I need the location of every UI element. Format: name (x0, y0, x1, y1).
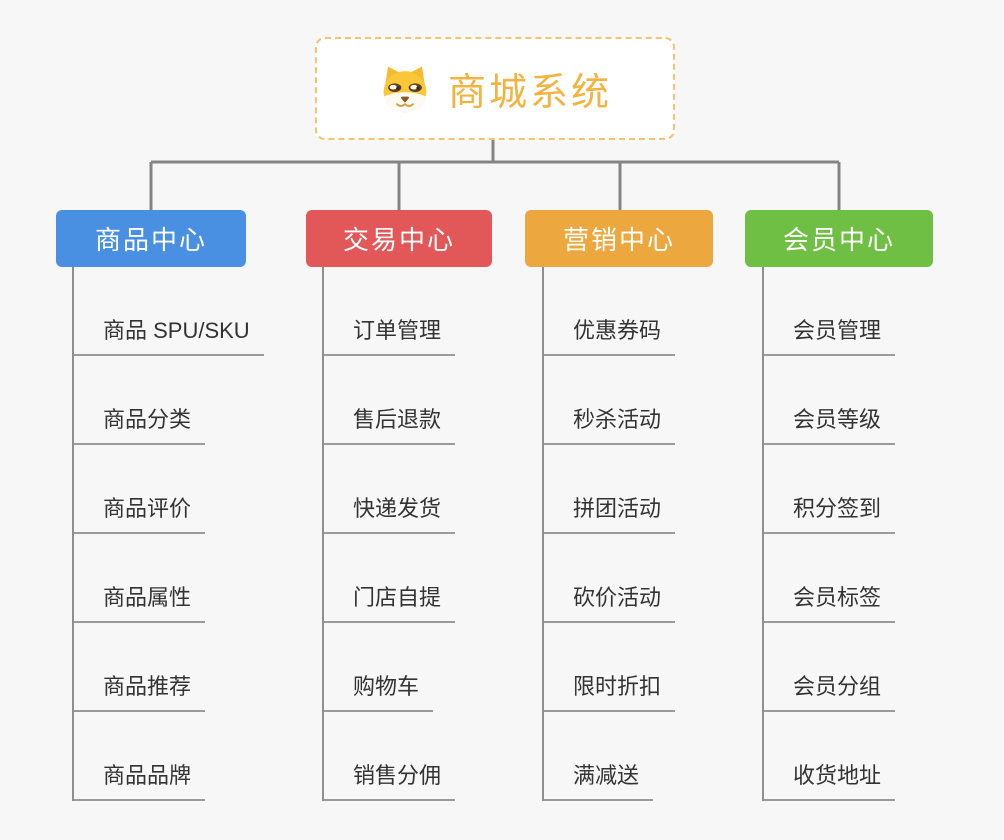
mindmap-item-label[interactable]: 拼团活动 (542, 491, 676, 534)
mindmap-item: 售后退款 (322, 356, 552, 445)
mindmap-item-label[interactable]: 商品分类 (72, 402, 206, 445)
mindmap-item-label[interactable]: 会员标签 (762, 580, 896, 623)
mindmap-item-label[interactable]: 销售分佣 (322, 758, 456, 801)
mindmap-item: 商品 SPU/SKU (72, 267, 302, 356)
mindmap-item: 拼团活动 (542, 445, 772, 534)
mindmap-item: 购物车 (322, 623, 552, 712)
shiba-dog-icon (383, 66, 427, 112)
branch-node-label: 营销中心 (562, 225, 675, 255)
mindmap-item-label[interactable]: 满减送 (542, 758, 654, 801)
branch-item-list: 会员管理 会员等级 积分签到 会员标签 会员分组 收货地址 (762, 267, 992, 801)
mindmap-item-label[interactable]: 订单管理 (322, 313, 456, 356)
branch-node[interactable]: 营销中心 (525, 210, 713, 267)
branch-item-list: 订单管理 售后退款 快递发货 门店自提 购物车 销售分佣 (322, 267, 552, 801)
mindmap-item: 砍价活动 (542, 534, 772, 623)
root-node[interactable]: 商城系统 (315, 37, 675, 140)
mindmap-item-label[interactable]: 会员等级 (762, 402, 896, 445)
mindmap-item-label[interactable]: 砍价活动 (542, 580, 676, 623)
mindmap-item-label[interactable]: 限时折扣 (542, 669, 676, 712)
mindmap-item: 订单管理 (322, 267, 552, 356)
mindmap-item: 商品评价 (72, 445, 302, 534)
mindmap-item-label[interactable]: 积分签到 (762, 491, 896, 534)
mindmap-item: 限时折扣 (542, 623, 772, 712)
mindmap-item: 门店自提 (322, 534, 552, 623)
branch-item-list: 优惠券码 秒杀活动 拼团活动 砍价活动 限时折扣 满减送 (542, 267, 772, 801)
mindmap-item: 会员标签 (762, 534, 992, 623)
mindmap-item: 会员等级 (762, 356, 992, 445)
branch-node[interactable]: 交易中心 (306, 210, 492, 267)
branch-node-label: 商品中心 (94, 225, 207, 255)
mindmap-item: 快递发货 (322, 445, 552, 534)
mindmap-item-label[interactable]: 商品推荐 (72, 669, 206, 712)
mindmap-item: 积分签到 (762, 445, 992, 534)
mindmap-item: 会员分组 (762, 623, 992, 712)
mindmap-item-label[interactable]: 购物车 (322, 669, 434, 712)
mindmap-item: 优惠券码 (542, 267, 772, 356)
mindmap-item-label[interactable]: 会员分组 (762, 669, 896, 712)
mindmap-item-label[interactable]: 商品评价 (72, 491, 206, 534)
branch-node[interactable]: 会员中心 (745, 210, 933, 267)
branch-node-label: 交易中心 (342, 225, 455, 255)
mindmap-item: 会员管理 (762, 267, 992, 356)
mindmap-item: 满减送 (542, 712, 772, 801)
root-node-title: 商城系统 (447, 72, 612, 114)
branch-node[interactable]: 商品中心 (56, 210, 246, 267)
mindmap-item-label[interactable]: 商品属性 (72, 580, 206, 623)
mindmap-item-label[interactable]: 会员管理 (762, 313, 896, 356)
mindmap-item-label[interactable]: 收货地址 (762, 758, 896, 801)
mindmap-item: 商品推荐 (72, 623, 302, 712)
mindmap-item-label[interactable]: 商品 SPU/SKU (72, 313, 264, 356)
mindmap-item: 秒杀活动 (542, 356, 772, 445)
mindmap-item-label[interactable]: 门店自提 (322, 580, 456, 623)
mindmap-item-label[interactable]: 快递发货 (322, 491, 456, 534)
mindmap-item-label[interactable]: 秒杀活动 (542, 402, 676, 445)
mindmap-item: 销售分佣 (322, 712, 552, 801)
branch-node-label: 会员中心 (782, 225, 895, 255)
mindmap-item: 商品分类 (72, 356, 302, 445)
mindmap-item-label[interactable]: 售后退款 (322, 402, 456, 445)
mindmap-item: 商品属性 (72, 534, 302, 623)
branch-item-list: 商品 SPU/SKU 商品分类 商品评价 商品属性 商品推荐 商品品牌 (72, 267, 302, 801)
mindmap-item-label[interactable]: 商品品牌 (72, 758, 206, 801)
mindmap-item-label[interactable]: 优惠券码 (542, 313, 676, 356)
mindmap-item: 收货地址 (762, 712, 992, 801)
mindmap-item: 商品品牌 (72, 712, 302, 801)
